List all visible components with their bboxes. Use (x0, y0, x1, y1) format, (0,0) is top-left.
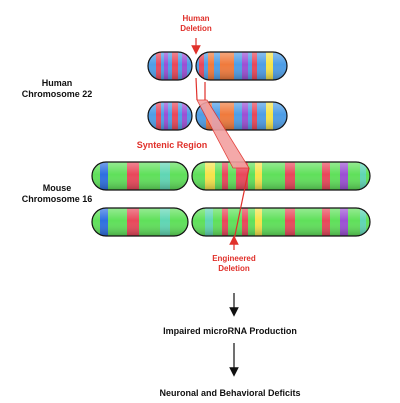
chromosomes (91, 51, 371, 237)
deletion-lines (191, 38, 250, 250)
syntenic-region-label: Syntenic Region (136, 140, 208, 150)
human-deletion-label: Human Deletion (170, 14, 222, 34)
human-chromosome-label: Human Chromosome 22 (12, 78, 102, 100)
engineered-deletion-line2: Deletion (218, 264, 250, 273)
mouse-chromosome-line1: Mouse (42, 183, 72, 193)
mouse-chromosome-a (91, 161, 371, 191)
human-chromosome-a (147, 51, 288, 81)
human-chromosome-line2: Chromosome 22 (21, 89, 93, 99)
human-chromosome-line1: Human (41, 78, 73, 88)
step-neuronal-deficits: Neuronal and Behavioral Deficits (159, 388, 301, 398)
human-deletion-line1: Human (182, 14, 210, 23)
step-impaired-microrna: Impaired microRNA Production (163, 326, 297, 336)
engineered-deletion-line1: Engineered (212, 254, 256, 263)
human-chromosome-b (147, 101, 288, 131)
mouse-chromosome-label: Mouse Chromosome 16 (12, 183, 102, 205)
engineered-deletion-label: Engineered Deletion (204, 254, 264, 274)
human-deletion-line2: Deletion (180, 24, 212, 33)
mouse-chromosome-line2: Chromosome 16 (21, 194, 93, 204)
mouse-chromosome-b (91, 207, 371, 237)
